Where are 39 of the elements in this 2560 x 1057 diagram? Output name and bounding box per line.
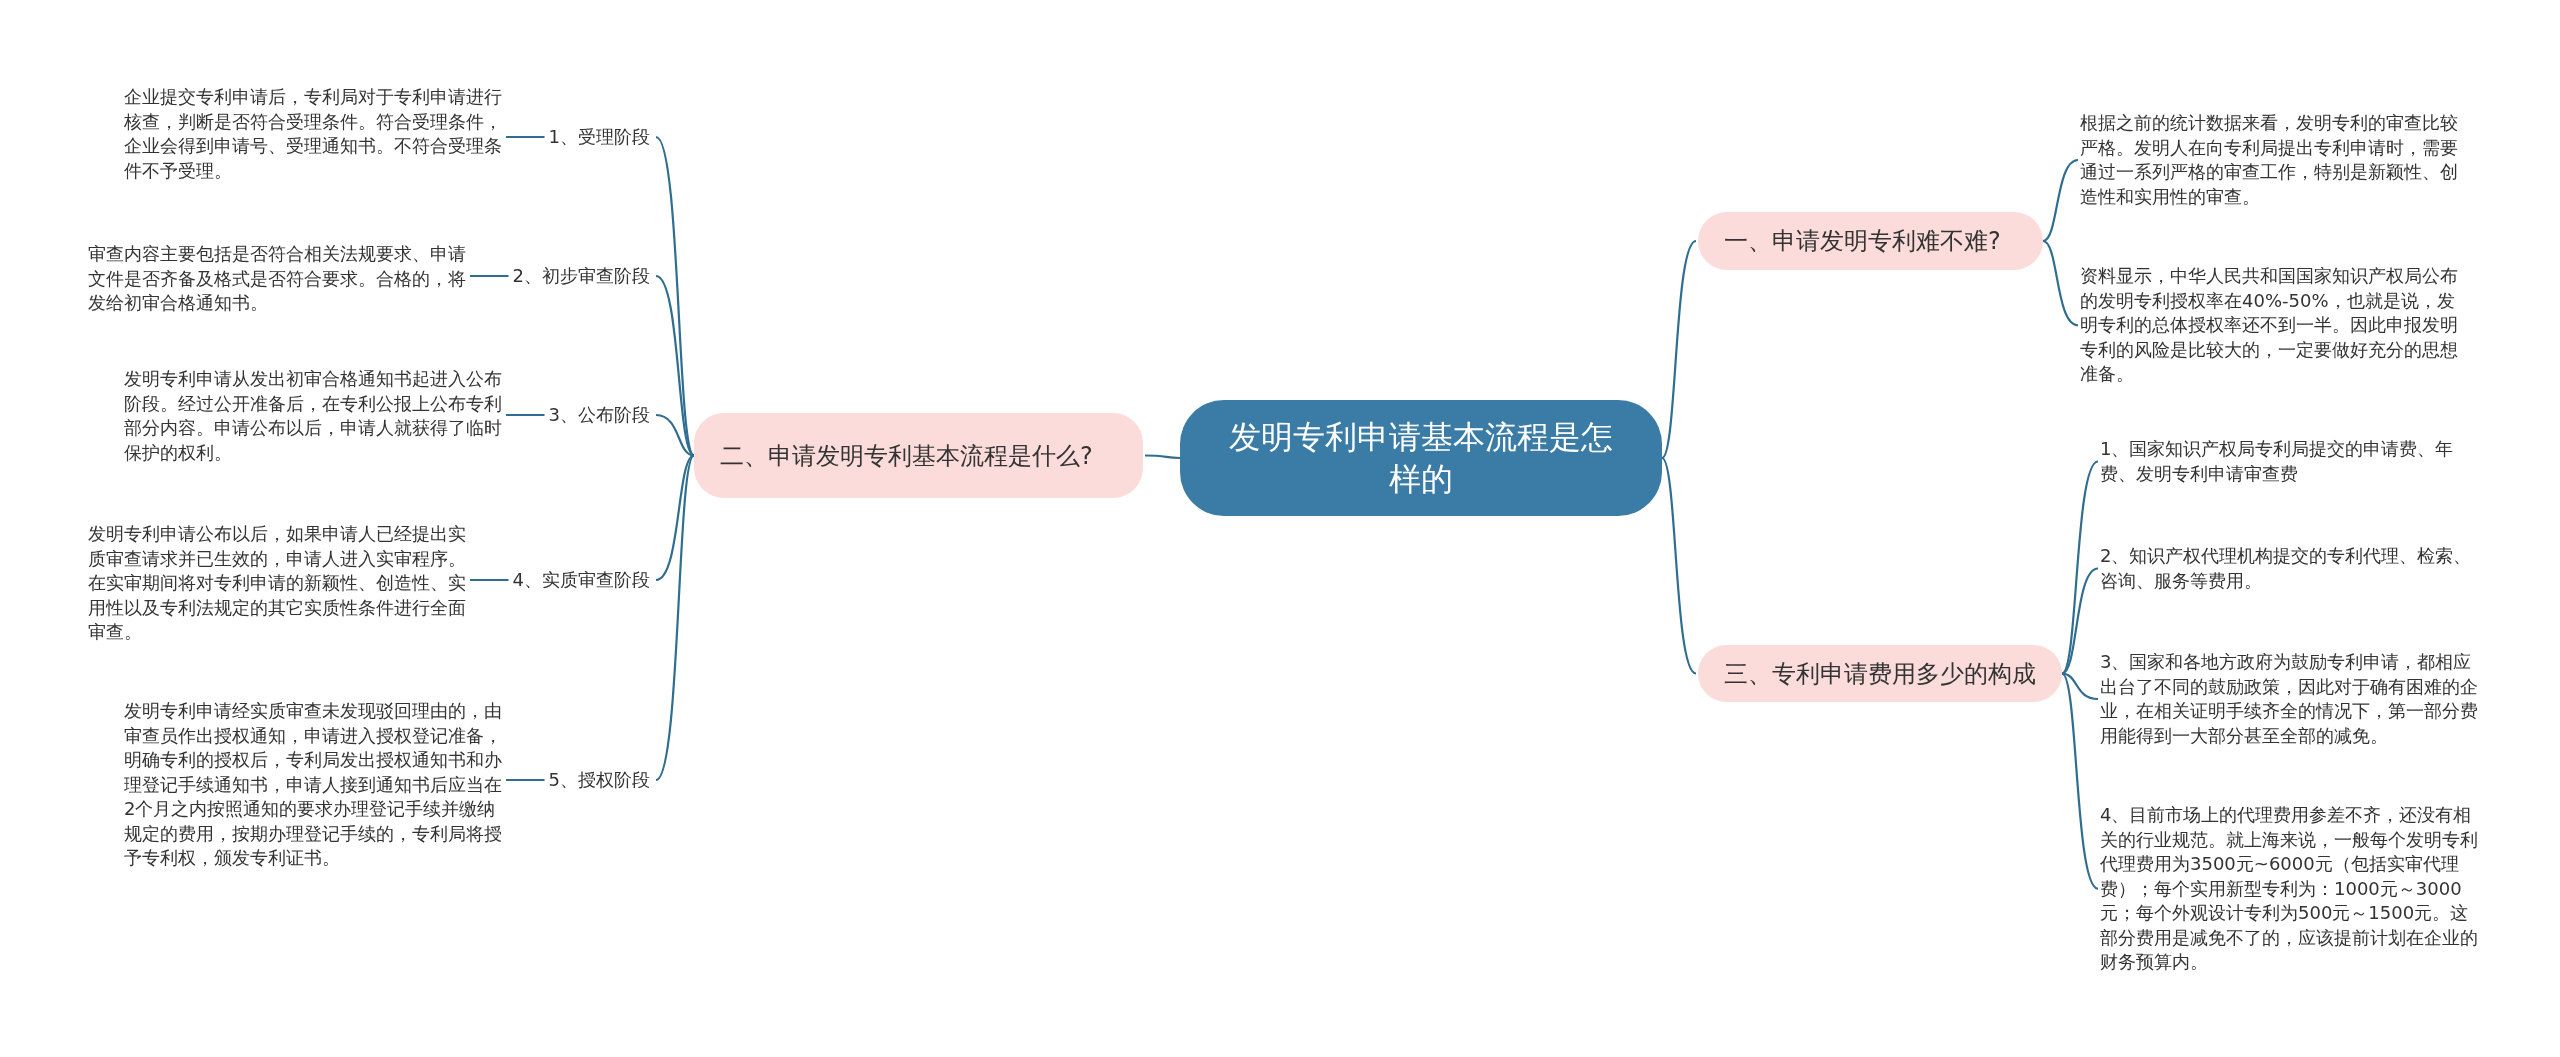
central-topic-box: 发明专利申请基本流程是怎样的 — [1180, 400, 1662, 516]
connector-line — [1145, 454, 1180, 460]
note-text: 4、目前市场上的代理费用参差不齐，还没有相关的行业规范。就上海来说，一般每个发明专利代理费用为3500元~6000元（包括实审代理费）；每个实用新型专利为：1000元～3000元；每个外观设计专利为500元～1500元。这部分费用是减免不了的，应该提前计划在企业的财务预算内。 — [2100, 803, 2485, 975]
subtopic-label: 1、受理阶段 — [520, 125, 650, 149]
note-text: 3、国家和各地方政府为鼓励专利申请，都相应出台了不同的鼓励政策，因此对于确有困难的企业，在相关证明手续齐全的情况下，第一部分费用能得到一大部分甚至全部的减免。 — [2100, 650, 2485, 748]
connector-line — [655, 275, 695, 457]
connector-line — [2061, 672, 2099, 890]
note-text: 审查内容主要包括是否符合相关法规要求、申请文件是否齐备及格式是否符合要求。合格的，将发给初审合格通知书。 — [88, 242, 468, 316]
connector-line — [506, 135, 545, 139]
connector-line — [2061, 672, 2099, 701]
note-text: 发明专利申请经实质审查未发现驳回理由的，由审查员作出授权通知，申请进入授权登记准备，明确专利的授权后，专利局发出授权通知书和办理登记手续通知书，申请人接到通知书后应当在2个月之内按照通知的要求办理登记手续并缴纳规定的费用，按期办理登记手续的，专利局将授予专利权，颁发专利证书。 — [124, 699, 504, 871]
connector-line — [655, 413, 695, 457]
connector-line — [655, 454, 695, 781]
connector-line — [470, 274, 509, 278]
note-text: 发明专利申请公布以后，如果申请人已经提出实质审查请求并已生效的，申请人进入实审程序。在实审期间将对专利申请的新颖性、创造性、实用性以及专利法规定的其它实质性条件进行全面审查。 — [88, 522, 468, 645]
connector-line — [470, 578, 509, 582]
topic-box: 一、申请发明专利难不难? — [1698, 212, 2043, 270]
connector-line — [1661, 240, 1697, 459]
connector-line — [1661, 457, 1697, 675]
connector-line — [655, 454, 695, 581]
note-text: 2、知识产权代理机构提交的专利代理、检索、咨询、服务等费用。 — [2100, 544, 2485, 593]
note-text: 根据之前的统计数据来看，发明专利的审查比较严格。发明人在向专利局提出专利申请时，需要通过一系列严格的审查工作，特别是新颖性、创造性和实用性的审查。 — [2080, 111, 2465, 209]
note-text: 企业提交专利申请后，专利局对于专利申请进行核查，判断是否符合受理条件。符合受理条件，企业会得到申请号、受理通知书。不符合受理条件不予受理。 — [124, 85, 504, 183]
subtopic-label: 3、公布阶段 — [520, 403, 650, 427]
connector-line — [506, 413, 545, 417]
topic-box: 二、申请发明专利基本流程是什么? — [694, 413, 1143, 498]
note-text: 资料显示，中华人民共和国国家知识产权局公布的发明专利授权率在40%-50%，也就是说，发明专利的总体授权率还不到一半。因此申报发明专利的风险是比较大的，一定要做好充分的思想准备。 — [2080, 264, 2465, 387]
connector-line — [2042, 240, 2079, 327]
connector-line — [655, 136, 695, 457]
note-text: 1、国家知识产权局专利局提交的申请费、年费、发明专利申请审查费 — [2100, 437, 2485, 486]
subtopic-label: 4、实质审查阶段 — [490, 568, 650, 592]
subtopic-label: 2、初步审查阶段 — [490, 264, 650, 288]
subtopic-label: 5、授权阶段 — [520, 768, 650, 792]
note-text: 发明专利申请从发出初审合格通知书起进入公布阶段。经过公开准备后，在专利公报上公布专利部分内容。申请公布以后，申请人就获得了临时保护的权利。 — [124, 367, 504, 465]
connector-line — [2061, 567, 2099, 675]
connector-line — [506, 778, 545, 782]
connector-line — [2042, 158, 2079, 242]
connector-line — [2061, 460, 2099, 675]
topic-box: 三、专利申请费用多少的构成 — [1698, 645, 2062, 702]
